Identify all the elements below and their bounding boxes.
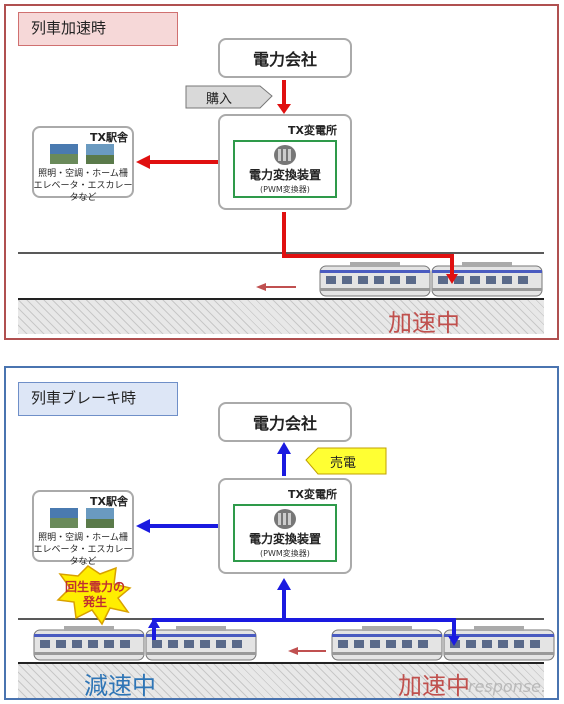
station-description: 照明・空調・ホーム柵 エレベータ・エスカレータなど	[32, 168, 134, 204]
regen-label: 回生電力の 発生	[60, 580, 130, 610]
acceleration-tag: 列車加速時	[18, 12, 178, 46]
station-title: TX駅舎	[90, 131, 128, 144]
top-feeder-arrow-head	[446, 274, 458, 284]
bottom-station-arrow-head	[136, 519, 150, 533]
converter-box: 電力変換装置 (PWM変換器)	[233, 140, 337, 198]
top-station-arrow-head	[136, 155, 150, 169]
converter-label: 電力変換装置	[248, 168, 321, 182]
converter-label-2: 電力変換装置	[248, 532, 321, 546]
station-box-2	[32, 490, 134, 562]
converter-sublabel: (PWM変換器)	[260, 185, 310, 194]
station-line-1b: 照明・空調・ホーム柵	[38, 533, 128, 543]
top-ground	[18, 298, 544, 334]
bottom-up-arrow-head	[277, 578, 291, 590]
watermark: response.	[468, 677, 547, 696]
top-train-car-1	[319, 261, 431, 297]
top-company-arrow-head	[277, 104, 291, 114]
converter-sublabel-2: (PWM変換器)	[260, 549, 310, 558]
left-train-state: 減速中	[84, 672, 156, 700]
station-line-1: 照明・空調・ホーム柵	[38, 169, 128, 179]
top-feeder-line	[282, 212, 454, 278]
bottom-regen-arrow-head	[148, 618, 160, 628]
top-direction-arrow-head	[256, 283, 266, 291]
right-train-state: 加速中	[398, 672, 470, 700]
power-company-box: 電力会社	[218, 38, 352, 78]
bottom-right-arrow-head	[448, 636, 460, 646]
bottom-feeder-line	[152, 618, 456, 640]
sale-label: 売電	[330, 456, 357, 471]
top-train-state: 加速中	[388, 309, 460, 337]
bottom-ground	[18, 662, 544, 698]
regen-starburst	[56, 565, 132, 626]
bottom-right-train-car-2	[443, 625, 555, 661]
bottom-right-train-car-1	[331, 625, 443, 661]
station-description-2: 照明・空調・ホーム柵 エレベータ・エスカレータなど	[32, 532, 134, 568]
top-converter-icon	[274, 145, 296, 165]
regen-line-2: 発生	[82, 595, 107, 609]
bottom-left-train-car-1	[33, 625, 145, 661]
top-train-car-2	[431, 261, 543, 297]
bottom-converter-icon	[274, 509, 296, 529]
purchase-label: 購入	[206, 92, 233, 107]
bottom-sell-arrow-head	[277, 442, 291, 454]
station-line-2: エレベータ・エスカレータなど	[33, 181, 133, 203]
braking-tag: 列車ブレーキ時	[18, 382, 178, 416]
substation-title: TX変電所	[288, 124, 337, 137]
station-box	[32, 126, 134, 198]
bottom-left-train-car-2	[145, 625, 257, 661]
station-title-2: TX駅舎	[90, 495, 128, 508]
power-company-box-2: 電力会社	[218, 402, 352, 442]
station-line-2b: エレベータ・エスカレータなど	[33, 545, 133, 567]
substation-title-2: TX変電所	[288, 488, 337, 501]
regen-line-1: 回生電力の	[64, 580, 125, 594]
bottom-direction-arrow-head	[288, 647, 298, 655]
